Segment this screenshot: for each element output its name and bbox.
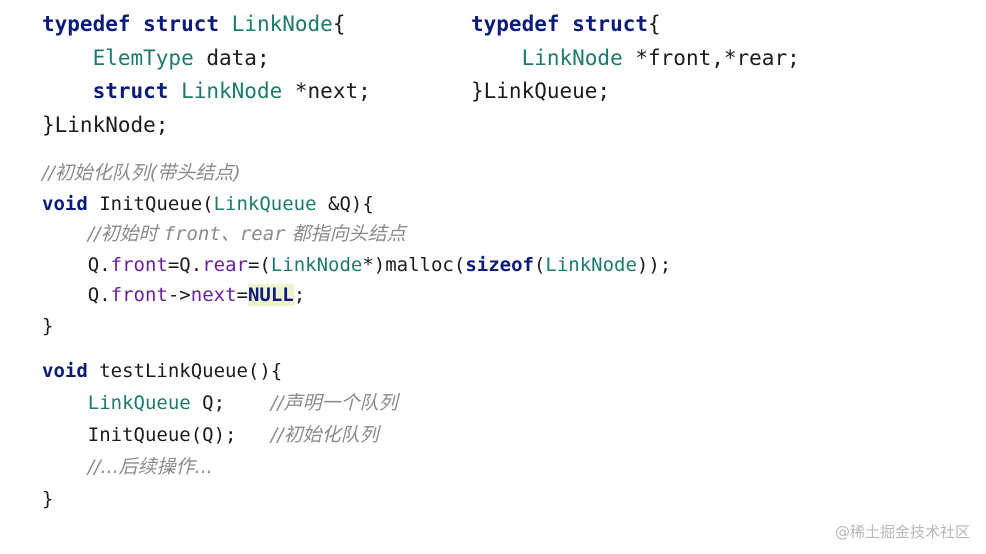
indent xyxy=(42,254,88,276)
code-text: *)malloc( xyxy=(362,253,466,276)
comment: //初始化队列(带头结点) xyxy=(42,162,241,184)
indent xyxy=(471,46,522,70)
code-text: =Q. xyxy=(167,253,203,276)
type-name: LinkQueue xyxy=(213,192,317,215)
brace: { xyxy=(648,12,661,36)
code-line: void testLinkQueue(){ xyxy=(42,355,398,387)
comment: 都指向头结点 xyxy=(285,223,406,245)
closing-brace: } xyxy=(42,314,54,337)
field-front: front xyxy=(110,284,168,306)
code-text: InitQueue(Q); xyxy=(87,424,271,446)
code-line: typedef struct{ xyxy=(471,8,800,42)
code-text: = xyxy=(236,284,248,306)
type-name: ElemType xyxy=(92,45,194,70)
code-text: )); xyxy=(636,253,672,276)
field-decl: *next; xyxy=(282,79,371,103)
indent xyxy=(42,456,88,478)
field-decl: *front,*rear; xyxy=(622,45,800,70)
comment: //初始化队列 xyxy=(270,424,379,446)
type-name: LinkNode xyxy=(545,253,637,276)
function-name: testLinkQueue(){ xyxy=(87,360,283,382)
code-line: LinkNode *front,*rear; xyxy=(471,42,800,76)
code-line: }LinkQueue; xyxy=(471,79,611,103)
test-link-queue-function: void testLinkQueue(){ LinkQueue Q; //声明一… xyxy=(42,355,398,515)
code-line: }LinkNode; xyxy=(42,112,169,137)
code-text: Q. xyxy=(87,284,111,306)
indent xyxy=(42,424,88,446)
code-line: ElemType data; xyxy=(42,42,371,76)
code-line: LinkQueue Q; //声明一个队列 xyxy=(42,387,398,419)
code-line: //...后续操作... xyxy=(42,451,398,483)
code-text: ( xyxy=(533,253,546,276)
function-name: InitQueue( xyxy=(87,192,214,215)
code-text: ; xyxy=(293,284,306,306)
keyword: struct xyxy=(92,79,169,103)
field-front: front xyxy=(110,253,168,276)
keyword: sizeof xyxy=(465,253,534,276)
indent xyxy=(42,223,88,245)
param: &Q){ xyxy=(316,192,374,215)
field-decl: data; xyxy=(193,45,270,70)
code-line: void InitQueue(LinkQueue &Q){ xyxy=(42,189,671,220)
type-name: LinkQueue xyxy=(87,392,191,414)
code-text: Q; xyxy=(190,392,271,414)
space xyxy=(168,79,181,103)
comment: front xyxy=(163,223,221,245)
linknode-struct-definition: typedef struct LinkNode{ ElemType data; … xyxy=(42,8,371,142)
code-line: typedef struct LinkNode{ xyxy=(42,8,371,42)
type-name: LinkNode xyxy=(521,45,623,70)
indent xyxy=(42,392,88,414)
code-line: //初始时 front、rear 都指向头结点 xyxy=(42,219,671,250)
keyword: typedef struct xyxy=(471,12,649,36)
comment: //初始时 xyxy=(87,223,164,245)
indent xyxy=(42,284,88,306)
comment: //声明一个队列 xyxy=(270,392,398,414)
indent xyxy=(42,46,93,70)
type-name: LinkNode xyxy=(181,79,283,103)
comment: rear xyxy=(239,223,286,245)
brace: { xyxy=(332,12,346,36)
comment: 、 xyxy=(220,223,240,245)
field-next: next xyxy=(190,284,237,306)
init-queue-function: //初始化队列(带头结点) void InitQueue(LinkQueue &Q… xyxy=(42,158,671,341)
closing-brace: } xyxy=(42,488,54,510)
field-rear: rear xyxy=(202,253,248,276)
keyword: void xyxy=(42,360,88,382)
code-line: Q.front=Q.rear=(LinkNode*)malloc(sizeof(… xyxy=(42,250,671,281)
type-name: LinkNode xyxy=(231,12,333,36)
code-line: Q.front->next=NULL; xyxy=(42,280,671,311)
indent xyxy=(42,79,93,103)
keyword: void xyxy=(42,192,88,215)
code-text: =( xyxy=(247,253,271,276)
linkqueue-struct-definition: typedef struct{ LinkNode *front,*rear; }L… xyxy=(471,8,800,109)
code-text: -> xyxy=(167,284,191,306)
keyword: typedef struct xyxy=(42,12,232,36)
code-line: InitQueue(Q); //初始化队列 xyxy=(42,419,398,451)
code-text: Q. xyxy=(87,253,111,276)
type-name: LinkNode xyxy=(270,253,363,276)
null-keyword-highlighted: NULL xyxy=(247,284,294,306)
comment: //...后续操作... xyxy=(87,456,213,478)
watermark: @稀土掘金技术社区 xyxy=(834,523,970,541)
code-line: struct LinkNode *next; xyxy=(42,75,371,109)
